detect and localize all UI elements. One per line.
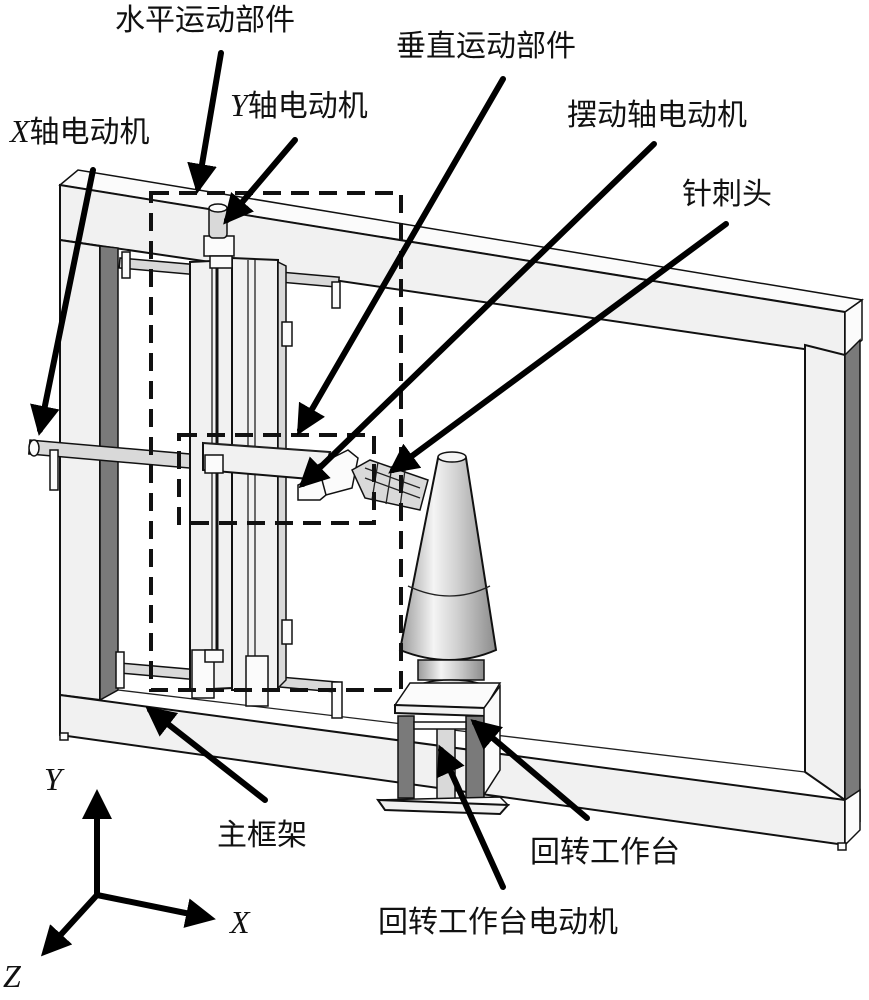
leader-swing-motor [298,141,657,489]
y-axis-label: Y [44,761,65,797]
leader-x-motor [30,167,96,436]
leader-rotary-table [470,719,590,821]
leader-needle-head [388,221,729,474]
label-main-frame: 主框架 [217,818,307,853]
label-x-motor: X轴电动机 [8,113,150,150]
coordinate-axes: Y X Z [3,761,251,994]
label-rotary-table: 回转工作台 [530,835,680,870]
z-axis-label: Z [3,958,22,994]
label-y-motor-text: 轴电动机 [248,89,368,124]
vertical-unit-dashed-box [177,433,376,525]
label-horizontal-unit: 水平运动部件 [115,3,295,38]
leader-lines [30,50,729,890]
label-x-motor-prefix: X [8,113,31,149]
leader-y-motor [223,137,298,225]
leader-vertical-unit [296,76,506,436]
label-vertical-unit: 垂直运动部件 [396,29,576,64]
needle-head [351,459,429,511]
x-axis-label: X [228,904,251,940]
leader-rotary-table-motor [437,744,506,890]
label-y-motor-prefix: Y [230,87,251,123]
label-rotary-table-motor: 回转工作台电动机 [378,905,618,940]
x-axis-arrow [96,892,216,928]
leader-horizontal-unit [187,50,224,194]
z-axis-arrow [40,892,100,957]
label-x-motor-text: 轴电动机 [30,115,150,150]
horizontal-unit-dashed-box [149,191,403,692]
label-swing-motor: 摆动轴电动机 [567,98,747,133]
label-y-motor: Y轴电动机 [230,87,368,124]
label-needle-head: 针刺头 [682,177,772,212]
leader-main-frame [145,706,268,803]
right-post [804,343,846,802]
